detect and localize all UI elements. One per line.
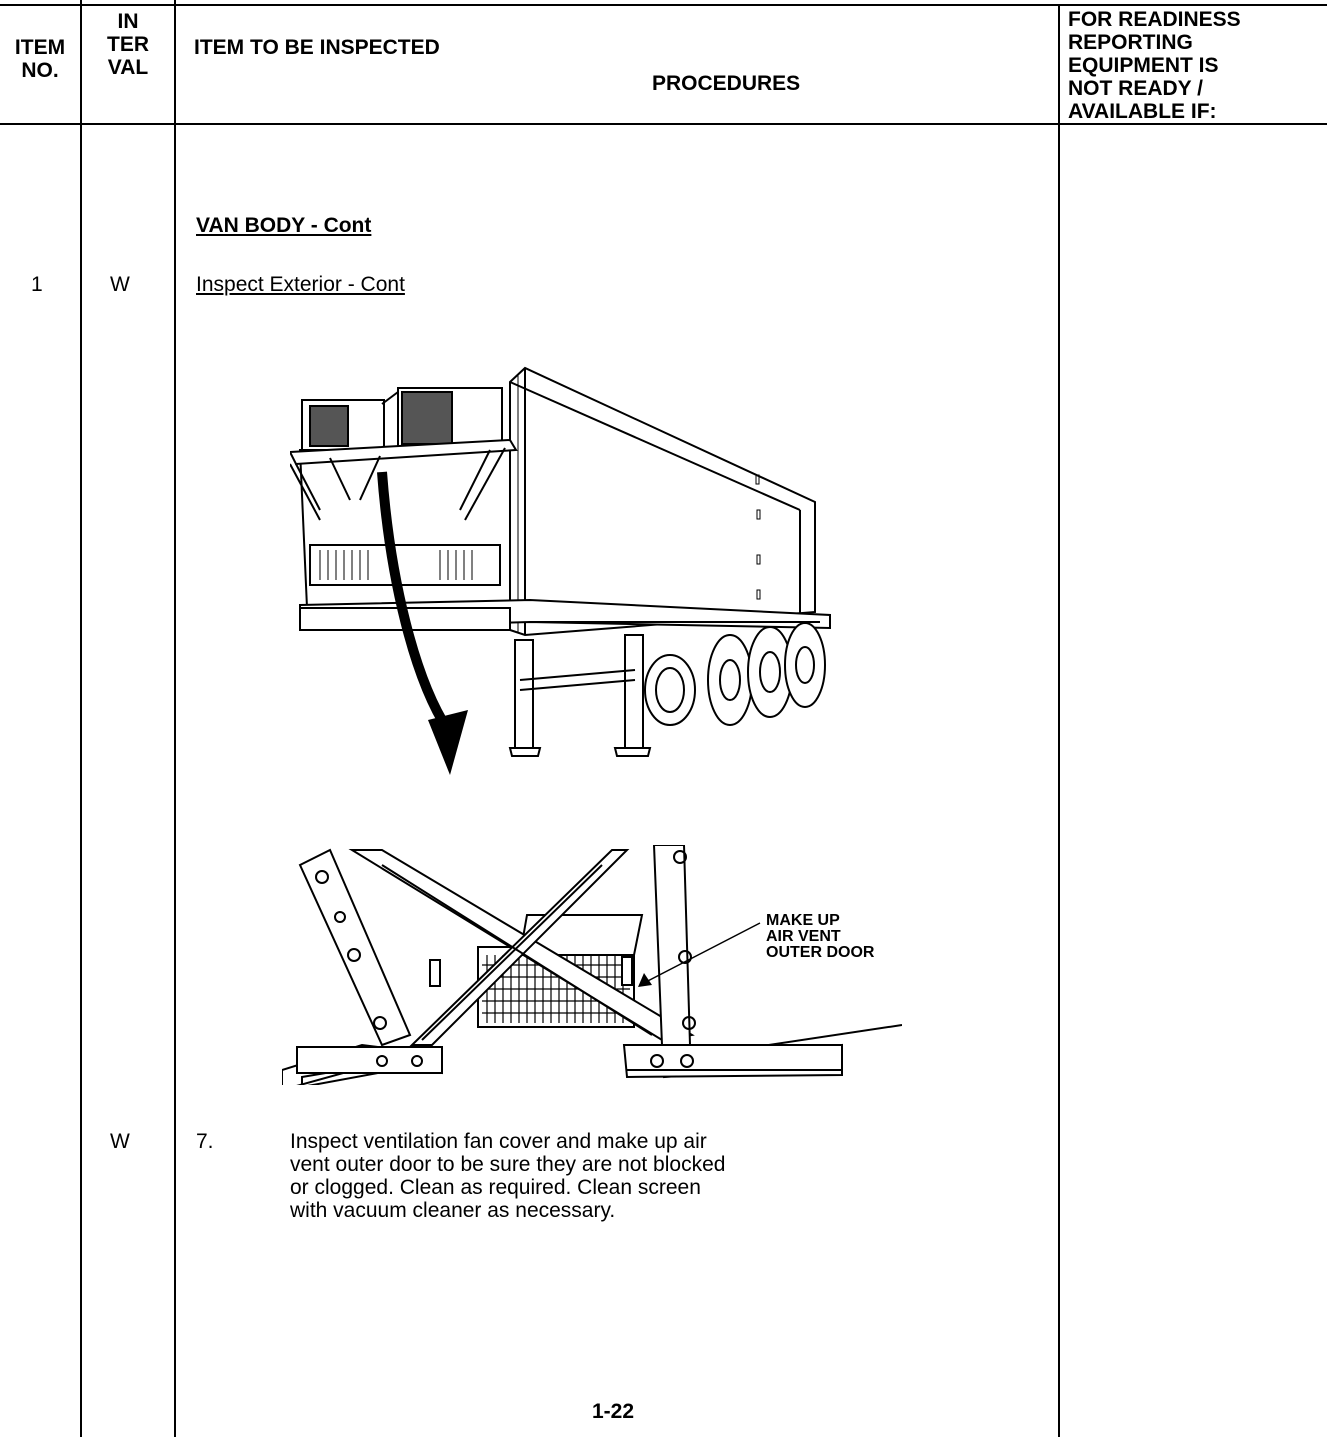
section-title: VAN BODY - Cont xyxy=(196,214,372,237)
procedure-step-number: 7. xyxy=(196,1130,214,1153)
procedure-line: or clogged. Clean as required. Clean scr… xyxy=(290,1176,701,1199)
procedure-line: with vacuum cleaner as necessary. xyxy=(290,1199,616,1222)
item-interval: W xyxy=(110,273,130,296)
header-readiness-line: AVAILABLE IF: xyxy=(1068,100,1217,123)
air-vent-detail-illustration: MAKE UP AIR VENT OUTER DOOR xyxy=(282,845,902,1085)
procedure-line: Inspect ventilation fan cover and make u… xyxy=(290,1130,707,1153)
header-readiness: FOR READINESS REPORTING EQUIPMENT IS NOT… xyxy=(1068,8,1241,123)
header-interval-line: IN xyxy=(117,10,139,33)
van-trailer-illustration xyxy=(290,366,831,775)
header-procedures: PROCEDURES xyxy=(652,72,801,95)
column-divider-1 xyxy=(80,0,82,1437)
page-number: 1-22 xyxy=(592,1400,635,1423)
header-item-no-line: ITEM xyxy=(14,36,66,59)
callout-line-2: AIR VENT xyxy=(766,928,841,945)
callout-line-1: MAKE UP xyxy=(766,912,840,929)
header-top-rule xyxy=(0,4,1327,6)
header-readiness-line: NOT READY / xyxy=(1068,77,1203,100)
item-number: 1 xyxy=(31,273,43,296)
procedure-interval: W xyxy=(110,1130,130,1153)
header-item-to-be-inspected: ITEM TO BE INSPECTED xyxy=(194,36,440,59)
callout-line-3: OUTER DOOR xyxy=(766,944,875,961)
procedure-text: Inspect ventilation fan cover and make u… xyxy=(290,1130,1050,1222)
header-item-no: ITEM NO. xyxy=(0,36,80,82)
column-divider-3 xyxy=(1058,4,1060,1437)
header-readiness-line: EQUIPMENT IS xyxy=(1068,54,1219,77)
header-interval-line: TER xyxy=(107,33,149,56)
header-interval: IN TER VAL xyxy=(82,10,174,79)
item-title: Inspect Exterior - Cont xyxy=(196,273,405,296)
header-readiness-line: REPORTING xyxy=(1068,31,1193,54)
header-bottom-rule xyxy=(0,123,1327,125)
column-divider-2 xyxy=(174,0,176,1437)
header-item-no-line: NO. xyxy=(21,59,59,82)
header-interval-line: VAL xyxy=(107,56,149,79)
header-readiness-line: FOR READINESS xyxy=(1068,8,1241,31)
procedure-line: vent outer door to be sure they are not … xyxy=(290,1153,726,1176)
